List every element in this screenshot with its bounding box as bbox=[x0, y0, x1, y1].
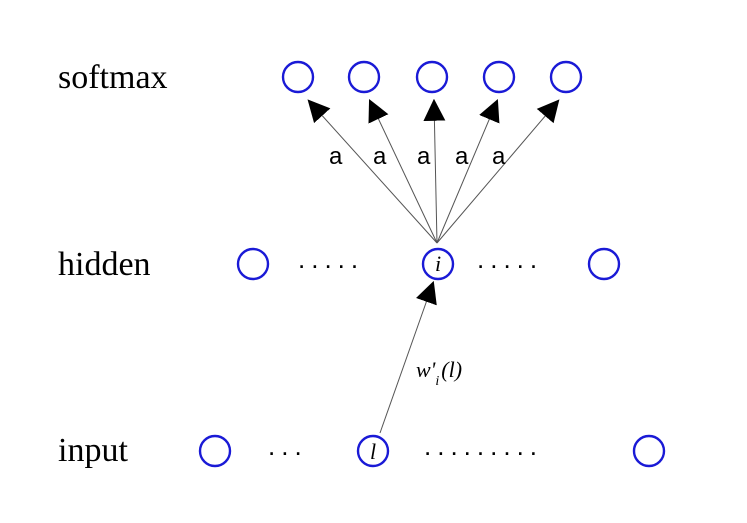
weight-base: w' bbox=[416, 357, 436, 382]
hidden-nodes: ..... i ..... bbox=[236, 244, 621, 281]
hidden-node-first bbox=[236, 247, 270, 281]
hidden-node-i-label: i bbox=[435, 251, 441, 276]
softmax-node-1 bbox=[281, 60, 315, 94]
input-node-last bbox=[632, 434, 666, 468]
hidden-ellipsis-right: ..... bbox=[477, 244, 543, 274]
input-layer-label: input bbox=[58, 432, 128, 469]
weight-subscript: i bbox=[435, 374, 439, 389]
edge-hidden-to-softmax-5 bbox=[436, 99, 560, 244]
softmax-node-2 bbox=[347, 60, 381, 94]
hidden-ellipsis-left: ..... bbox=[298, 244, 364, 274]
input-node-first bbox=[198, 434, 232, 468]
input-node-l-label: l bbox=[370, 439, 376, 464]
hidden-layer-label: hidden bbox=[58, 246, 151, 283]
edge-label-2: a bbox=[373, 143, 387, 170]
weight-argument: (l) bbox=[441, 357, 462, 382]
hidden-node-last bbox=[587, 247, 621, 281]
edge-label-4: a bbox=[455, 143, 469, 170]
hidden-node-i bbox=[421, 247, 455, 281]
softmax-nodes bbox=[281, 60, 583, 94]
weight-label: w'i(l) bbox=[416, 357, 462, 389]
softmax-node-5 bbox=[549, 60, 583, 94]
edge-hidden-to-softmax-1 bbox=[307, 99, 438, 244]
softmax-layer-label: softmax bbox=[58, 59, 168, 96]
edge-label-1: a bbox=[329, 143, 343, 170]
input-ellipsis-left: ... bbox=[268, 431, 308, 461]
softmax-edges bbox=[307, 98, 560, 244]
softmax-node-4 bbox=[482, 60, 516, 94]
edge-hidden-to-softmax-4 bbox=[436, 98, 500, 244]
edge-label-3: a bbox=[417, 143, 431, 170]
edge-hidden-to-softmax-3 bbox=[423, 98, 446, 244]
input-nodes: ... l ......... bbox=[198, 431, 666, 468]
input-node-l bbox=[356, 434, 390, 468]
softmax-node-3 bbox=[415, 60, 449, 94]
edge-input-to-hidden bbox=[379, 280, 437, 434]
edge-hidden-to-softmax-2 bbox=[368, 99, 438, 244]
edge-label-5: a bbox=[492, 143, 506, 170]
input-ellipsis-right: ......... bbox=[424, 431, 543, 461]
